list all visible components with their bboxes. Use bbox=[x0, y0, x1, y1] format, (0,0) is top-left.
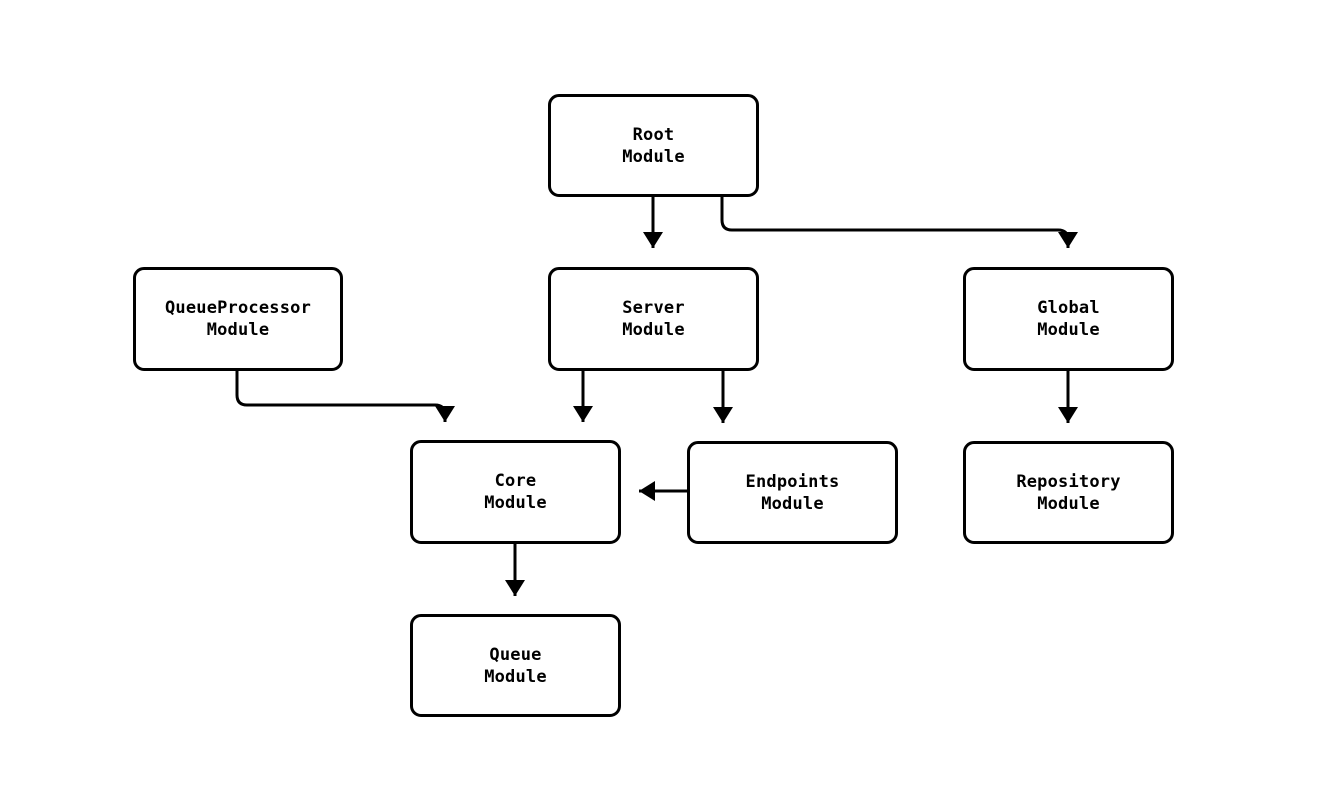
node-queueprocessor-name: QueueProcessor bbox=[164, 298, 312, 318]
arrowhead-server-to-core bbox=[573, 406, 593, 422]
node-queueprocessor-kind: Module bbox=[206, 320, 270, 340]
edge-queueprocessor-to-core bbox=[235, 371, 447, 422]
node-endpoints-kind: Module bbox=[761, 493, 824, 514]
node-core-name: Core bbox=[494, 471, 537, 491]
edge-root-to-global bbox=[720, 197, 1070, 248]
arrowhead-root-to-global bbox=[1058, 232, 1078, 248]
arrowhead-global-to-repository bbox=[1058, 407, 1078, 423]
arrowhead-root-to-server bbox=[643, 232, 663, 248]
node-core-kind: Module bbox=[484, 493, 547, 513]
arrowhead-endpoints-to-core bbox=[639, 481, 655, 501]
node-server-name: Server bbox=[622, 298, 685, 318]
node-root-name: Root bbox=[632, 124, 675, 145]
node-queue-kind: Module bbox=[484, 666, 547, 687]
node-repository-name: Repository bbox=[1016, 471, 1121, 492]
node-repository-kind: Module bbox=[1037, 493, 1100, 514]
arrowhead-queueprocessor-to-core bbox=[435, 406, 455, 422]
node-endpoints-name: Endpoints bbox=[745, 471, 840, 492]
arrowhead-core-to-queue bbox=[505, 580, 525, 596]
node-root-kind: Module bbox=[622, 146, 685, 167]
node-global-kind: Module bbox=[1037, 320, 1100, 340]
node-queue-name: Queue bbox=[489, 644, 542, 665]
arrowhead-server-to-endpoints bbox=[713, 407, 733, 423]
node-server-kind: Module bbox=[622, 320, 685, 340]
node-global-name: Global bbox=[1037, 298, 1100, 318]
